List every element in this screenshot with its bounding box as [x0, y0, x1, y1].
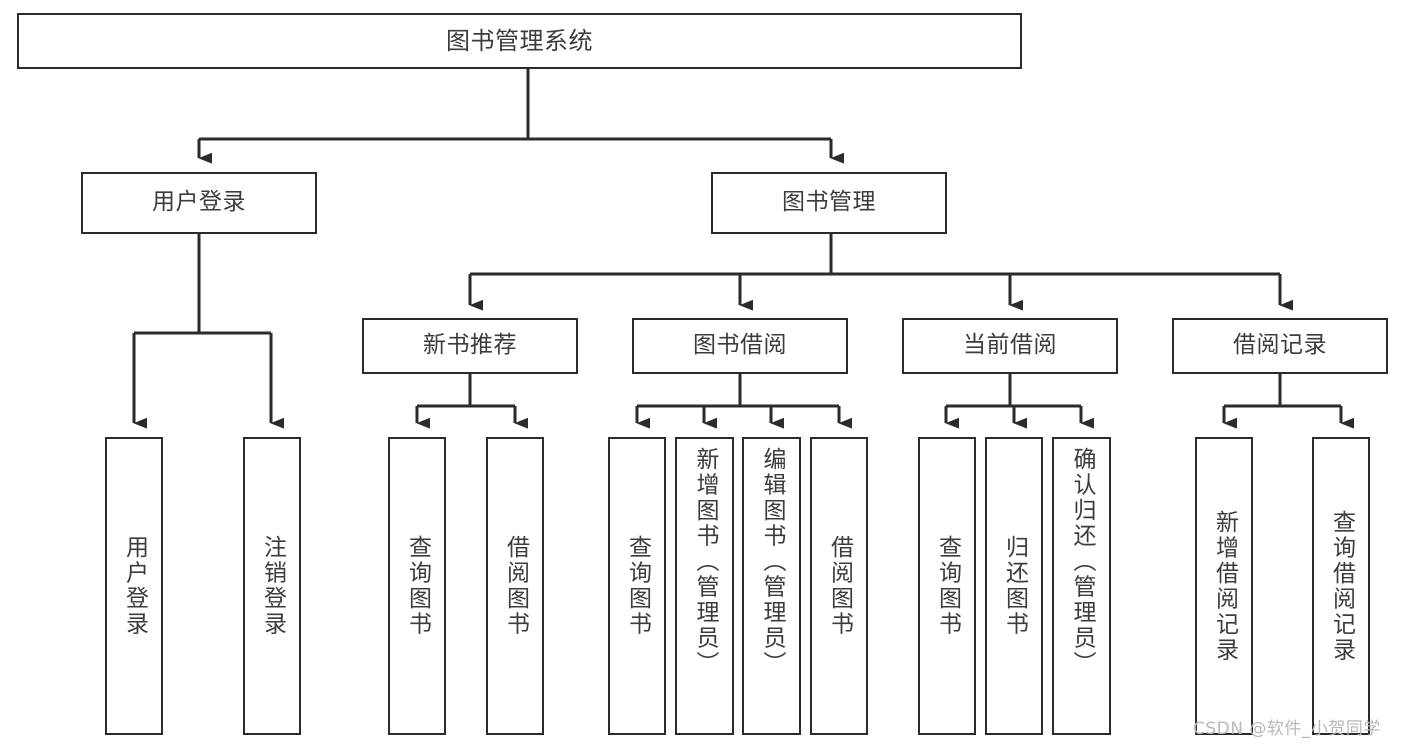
node-label: 确认归还（管理员）	[1069, 447, 1095, 677]
node-leaf-edit-book-admin[interactable]: 编辑图书（管理员）	[742, 437, 801, 735]
node-leaf-confirm-return-admin[interactable]: 确认归还（管理员）	[1052, 437, 1111, 735]
node-leaf-logout-login[interactable]: 注销登录	[243, 437, 301, 735]
node-label: 当前借阅	[963, 332, 1057, 359]
node-label: 借阅图书	[826, 535, 853, 637]
node-leaf-query-borrow-record[interactable]: 查询借阅记录	[1312, 437, 1370, 735]
node-label: 图书借阅	[693, 332, 787, 359]
node-leaf-user-login[interactable]: 用户登录	[105, 437, 163, 735]
node-book-borrow[interactable]: 图书借阅	[632, 318, 848, 374]
node-label: 查询图书	[624, 535, 651, 637]
node-label: 注销登录	[259, 535, 286, 637]
node-leaf-borrow-book-recommend[interactable]: 借阅图书	[486, 437, 544, 735]
node-label: 查询借阅记录	[1328, 509, 1355, 663]
node-label: 归还图书	[1001, 535, 1028, 637]
node-borrow-record[interactable]: 借阅记录	[1172, 318, 1388, 374]
node-label: 新书推荐	[423, 332, 517, 359]
node-label: 查询图书	[404, 535, 431, 637]
node-user-login[interactable]: 用户登录	[81, 172, 317, 234]
node-leaf-query-book-current[interactable]: 查询图书	[918, 437, 976, 735]
node-leaf-borrow-book[interactable]: 借阅图书	[810, 437, 868, 735]
node-label: 图书管理	[782, 189, 876, 216]
node-label: 借阅图书	[502, 535, 529, 637]
csdn-watermark: CSDN @软件_小贺同学	[1193, 719, 1381, 739]
node-label: 查询图书	[934, 535, 961, 637]
node-book-management[interactable]: 图书管理	[711, 172, 947, 234]
node-label: 图书管理系统	[446, 26, 593, 55]
node-label: 用户登录	[121, 535, 148, 637]
node-leaf-query-book-borrow[interactable]: 查询图书	[608, 437, 666, 735]
node-leaf-return-book[interactable]: 归还图书	[985, 437, 1043, 735]
node-label: 借阅记录	[1233, 332, 1327, 359]
node-current-borrow[interactable]: 当前借阅	[902, 318, 1118, 374]
node-leaf-add-book-admin[interactable]: 新增图书（管理员）	[675, 437, 734, 735]
node-label: 编辑图书（管理员）	[759, 447, 785, 677]
node-root-book-management-system[interactable]: 图书管理系统	[17, 13, 1022, 69]
node-leaf-query-book-recommend[interactable]: 查询图书	[388, 437, 446, 735]
node-leaf-add-borrow-record[interactable]: 新增借阅记录	[1195, 437, 1253, 735]
node-label: 新增图书（管理员）	[692, 447, 718, 677]
node-new-book-recommend[interactable]: 新书推荐	[362, 318, 578, 374]
node-label: 用户登录	[152, 189, 246, 216]
node-label: 新增借阅记录	[1211, 509, 1238, 663]
